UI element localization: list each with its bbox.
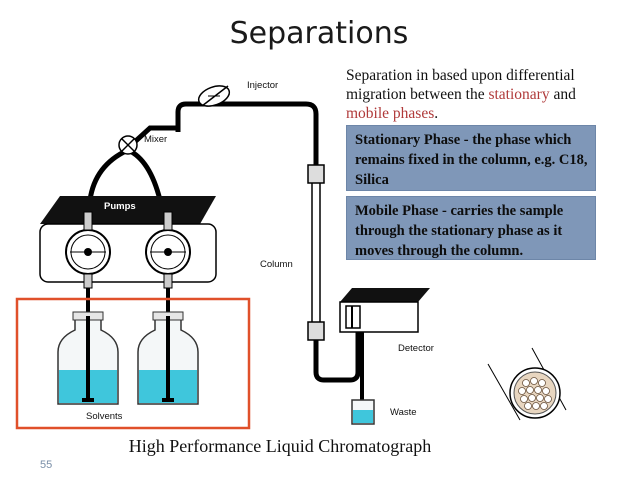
label-detector: Detector [398,343,434,354]
intro-stationary: stationary [488,86,550,103]
label-column: Column [260,259,293,270]
waste-beaker-icon [351,399,375,425]
slide-title: Separations [229,16,409,51]
pump-head-left [65,229,111,275]
column-tube [311,179,321,331]
solvent-bottle-right [137,311,199,405]
solvents-highlight-box [15,297,251,430]
intro-part-2: and [549,86,576,103]
intro-part-1: Separation in based upon differential mi… [346,67,575,103]
mobile-phase-box: Mobile Phase - carries the sample throug… [346,196,596,260]
detector-icon [339,288,430,333]
label-pumps: Pumps [104,201,136,212]
tubing-column-to-detector [313,330,361,383]
label-solvents: Solvents [86,411,123,422]
tubing-mixer-right [126,147,163,201]
page-number: 55 [40,459,53,471]
label-waste: Waste [390,407,417,418]
pump-head-right [145,229,191,275]
intro-part-3: . [434,105,439,122]
label-injector: Injector [247,80,279,91]
label-mixer: Mixer [144,134,168,145]
column-cross-section-icon [487,347,567,421]
column-fitting-bottom [307,321,325,341]
tubing-mixer-left [87,147,130,201]
column-fitting-top [307,164,325,184]
solvent-bottle-left [57,311,119,405]
stationary-phase-box: Stationary Phase - the phase which remai… [346,125,596,191]
diagram-caption: High Performance Liquid Chromatograph [128,436,432,456]
intro-mobile: mobile phases [346,105,435,122]
intro-text: Separation in based upon differential mi… [346,66,616,123]
tubing-injector-line [175,101,319,165]
